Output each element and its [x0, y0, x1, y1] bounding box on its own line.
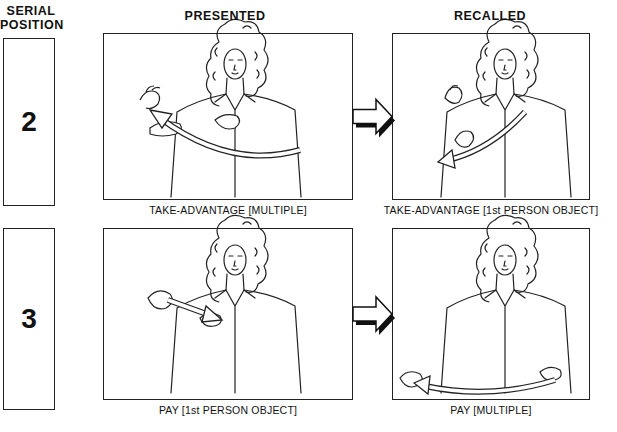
transition-arrow — [353, 100, 395, 138]
illustration-panel: PAY [MULTIPLE] — [392, 228, 590, 400]
arrow-shadow — [356, 104, 395, 138]
arrow-body — [353, 297, 392, 331]
arrow-shadow — [356, 301, 395, 335]
position-number: 2 — [4, 106, 54, 138]
position-number: 3 — [4, 303, 54, 335]
column-heading: SERIAL POSITION — [0, 4, 62, 33]
column-heading: RECALLED — [415, 9, 565, 23]
illustration-panel: TAKE-ADVANTAGE [MULTIPLE] — [103, 33, 353, 200]
arrow-body — [353, 100, 392, 134]
sign-caption: TAKE-ADVANTAGE [MULTIPLE] — [149, 204, 307, 216]
sign-caption: PAY [1st PERSON OBJECT] — [159, 404, 297, 416]
sign-caption: TAKE-ADVANTAGE [1st PERSON OBJECT] — [384, 204, 599, 216]
signing-hands — [140, 86, 561, 388]
illustration-panel: TAKE-ADVANTAGE [1st PERSON OBJECT] — [392, 33, 590, 200]
illustration-panel: PAY [1st PERSON OBJECT] — [103, 228, 353, 400]
transition-arrow — [353, 297, 395, 335]
sign-caption: PAY [MULTIPLE] — [450, 404, 531, 416]
column-heading: PRESENTED — [150, 9, 300, 23]
serial-position-box: 3 — [3, 228, 55, 410]
serial-position-box: 2 — [3, 38, 55, 206]
